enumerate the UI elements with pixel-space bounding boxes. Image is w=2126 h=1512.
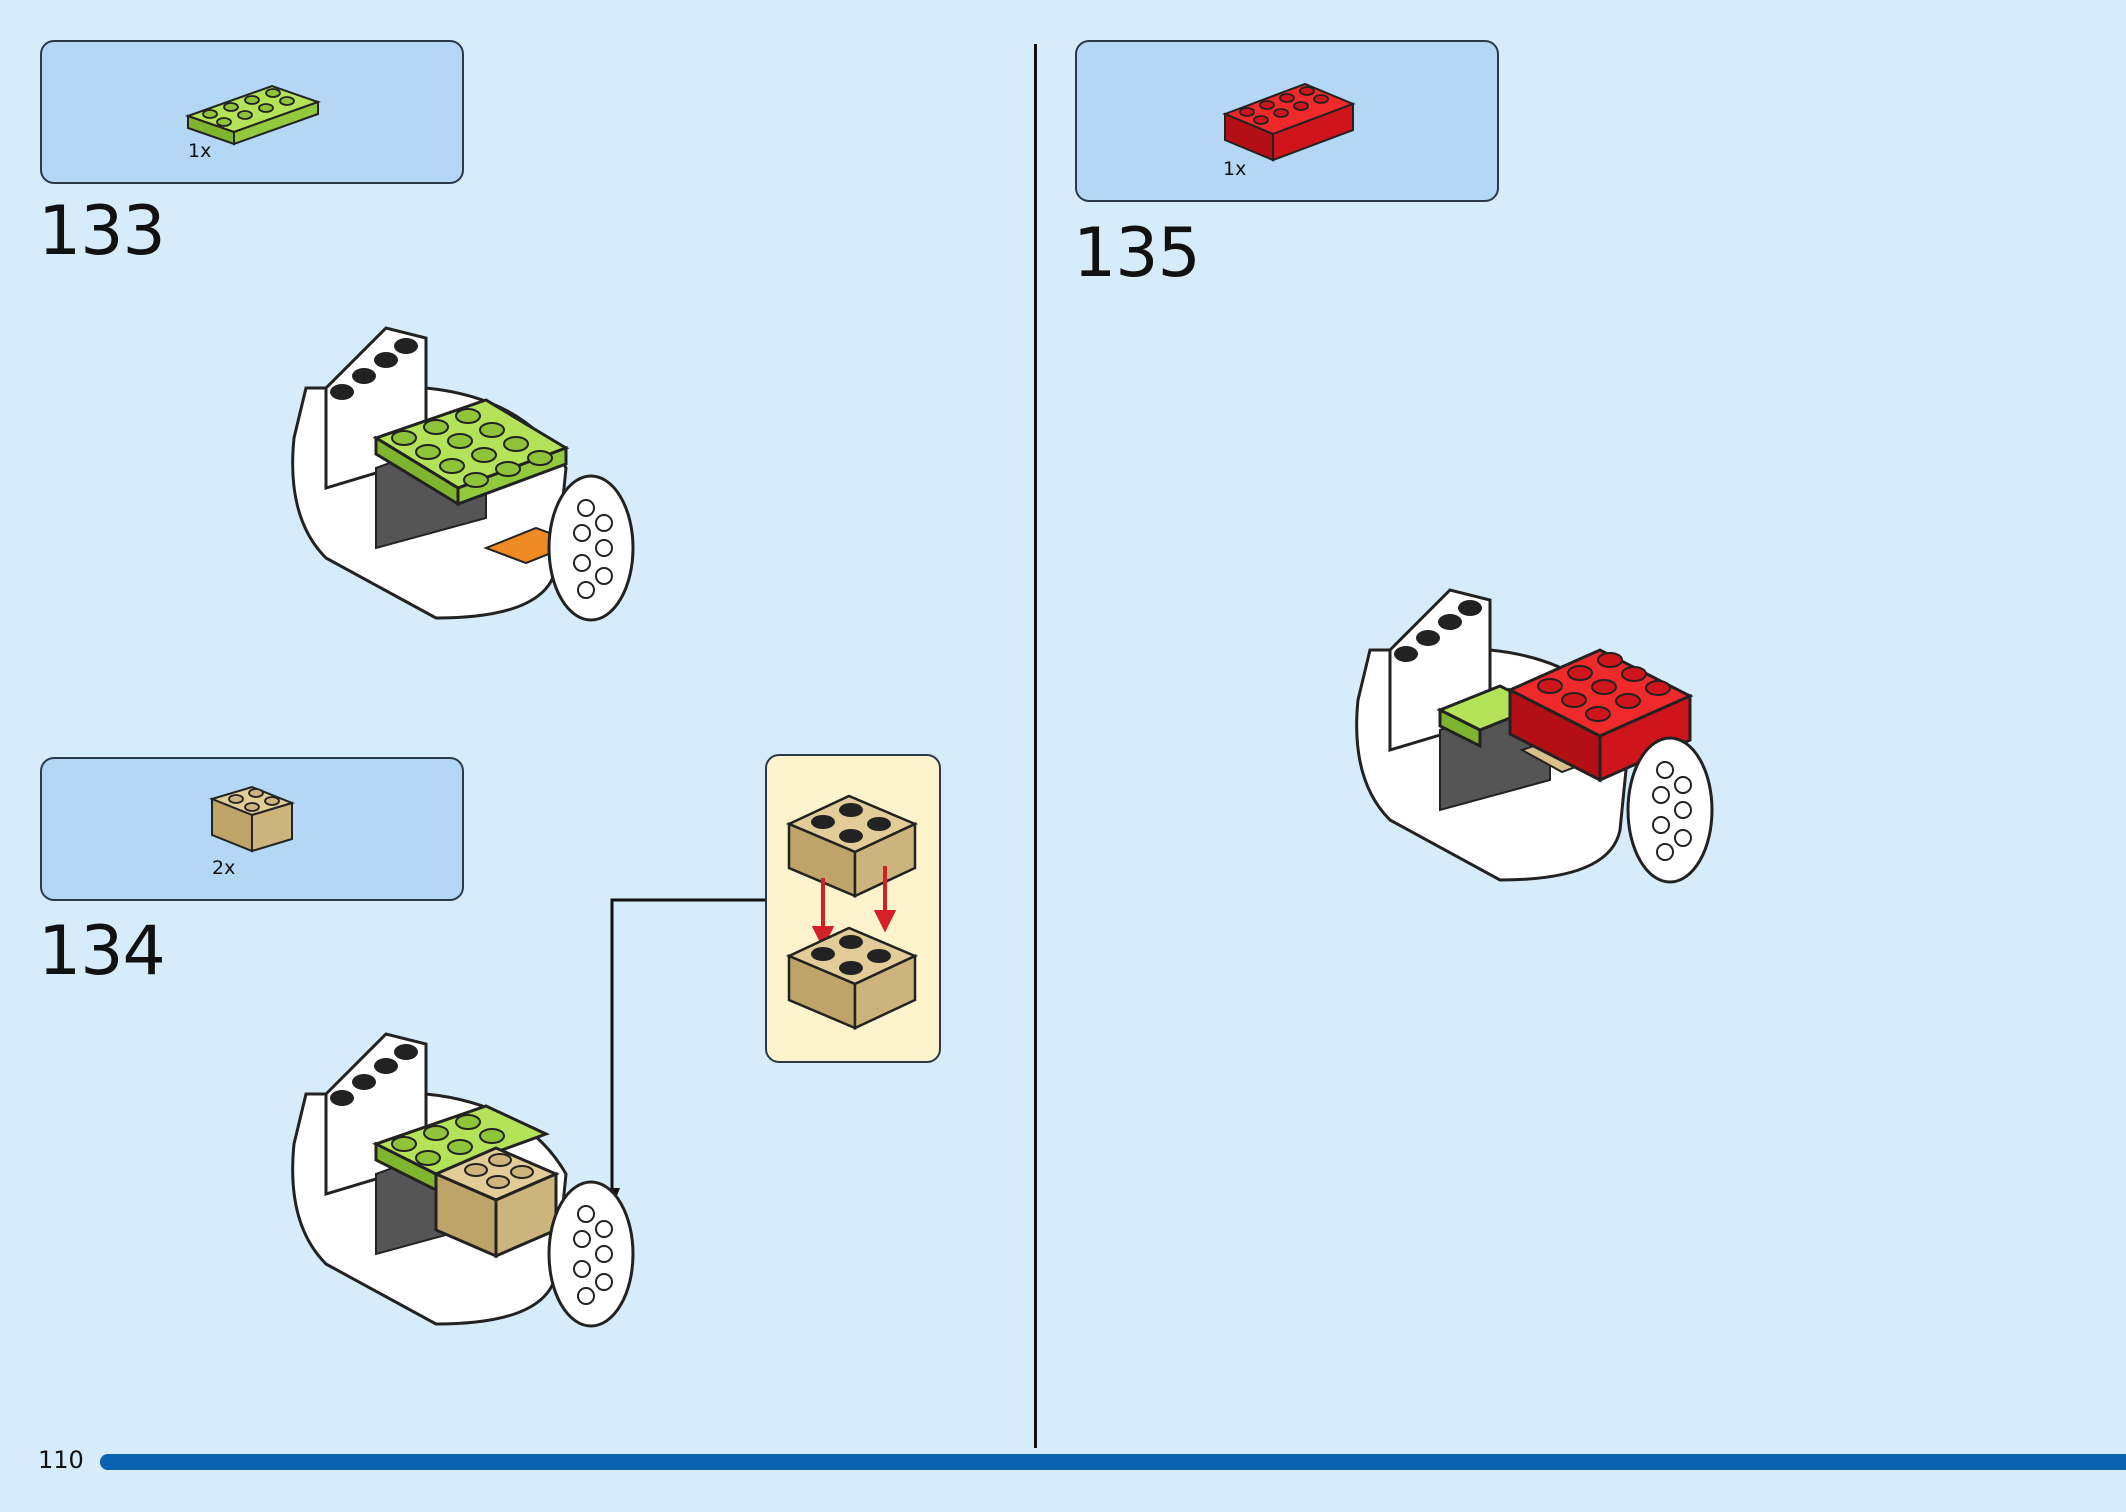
page-number: 110 (38, 1446, 84, 1474)
lime-2x4-plate-icon (184, 84, 322, 146)
tan-brick-stack-icon (785, 794, 919, 1030)
step-number-134: 134 (38, 912, 166, 991)
progress-bar (100, 1454, 2126, 1470)
step-134-model (291, 1032, 635, 1328)
parts-box-step-135: 1x (1075, 40, 1499, 202)
step-133-model (291, 326, 635, 622)
tan-2x2-brick-icon (208, 785, 296, 853)
step-number-135: 135 (1073, 214, 1201, 293)
part-quantity: 1x (1223, 158, 1247, 180)
column-divider (1034, 44, 1037, 1448)
progress-bar-fill (100, 1454, 2126, 1470)
step-135-model (1355, 588, 1714, 884)
part-quantity: 1x (188, 140, 212, 162)
parts-box-step-133: 1x (40, 40, 464, 184)
step-number-133: 133 (38, 192, 166, 271)
sub-assembly-callout (765, 754, 941, 1063)
red-2x4-brick-icon (1222, 82, 1356, 162)
parts-box-step-134: 2x (40, 757, 464, 901)
part-quantity: 2x (212, 857, 236, 879)
